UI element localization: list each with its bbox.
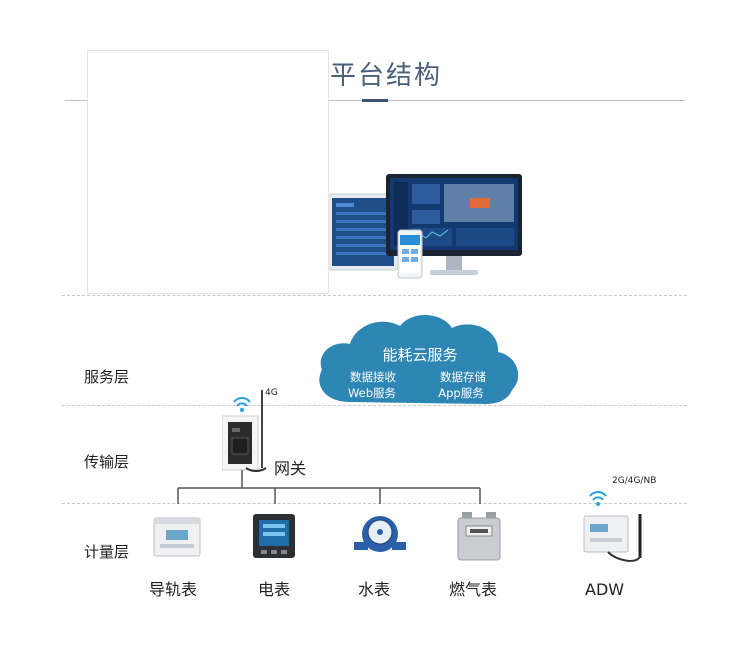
connector-tree: [177, 470, 481, 504]
gateway-device: [222, 390, 267, 472]
adw-label: ADW: [585, 580, 625, 599]
rail-meter-icon: [153, 517, 201, 557]
cloud-item-storage: 数据存储: [440, 370, 486, 384]
phone-icon: [397, 229, 423, 279]
cloud-title: 能耗云服务: [382, 346, 458, 364]
gas-meter-icon: [457, 512, 501, 561]
cloud-item-app: App服务: [438, 386, 484, 400]
wifi-icon: [233, 397, 251, 412]
cloud-item-web: Web服务: [347, 386, 397, 400]
blank-overlay-panel: [87, 50, 329, 294]
page-title: 平台结构: [330, 61, 443, 91]
app-devices-illustration: [327, 174, 522, 279]
layer-divider-transport: [62, 503, 687, 504]
device-label-gas-meter: 燃气表: [449, 580, 498, 599]
adw-device: [583, 491, 642, 562]
gateway-label: 网关: [274, 459, 307, 478]
device-label-rail-meter: 导轨表: [149, 580, 198, 599]
layer-label-metering: 计量层: [84, 543, 130, 561]
gateway-signal-label: 4G: [265, 388, 278, 398]
water-meter-icon: [354, 516, 406, 552]
device-label-electric-meter: 电表: [258, 580, 291, 599]
cloud-shape: [319, 314, 519, 404]
electric-meter-icon: [253, 514, 295, 558]
layer-divider-service: [62, 405, 687, 406]
device-label-water-meter: 水表: [358, 580, 391, 599]
title-accent-bar: [362, 99, 388, 102]
cloud-item-receive: 数据接收: [350, 370, 396, 384]
layer-label-transport: 传输层: [84, 453, 130, 471]
adw-signal-label: 2G/4G/NB: [612, 476, 657, 486]
layer-divider-app: [62, 295, 687, 296]
tablet-icon: [327, 193, 399, 271]
layer-label-service: 服务层: [84, 368, 130, 386]
wifi-icon: [589, 491, 607, 506]
